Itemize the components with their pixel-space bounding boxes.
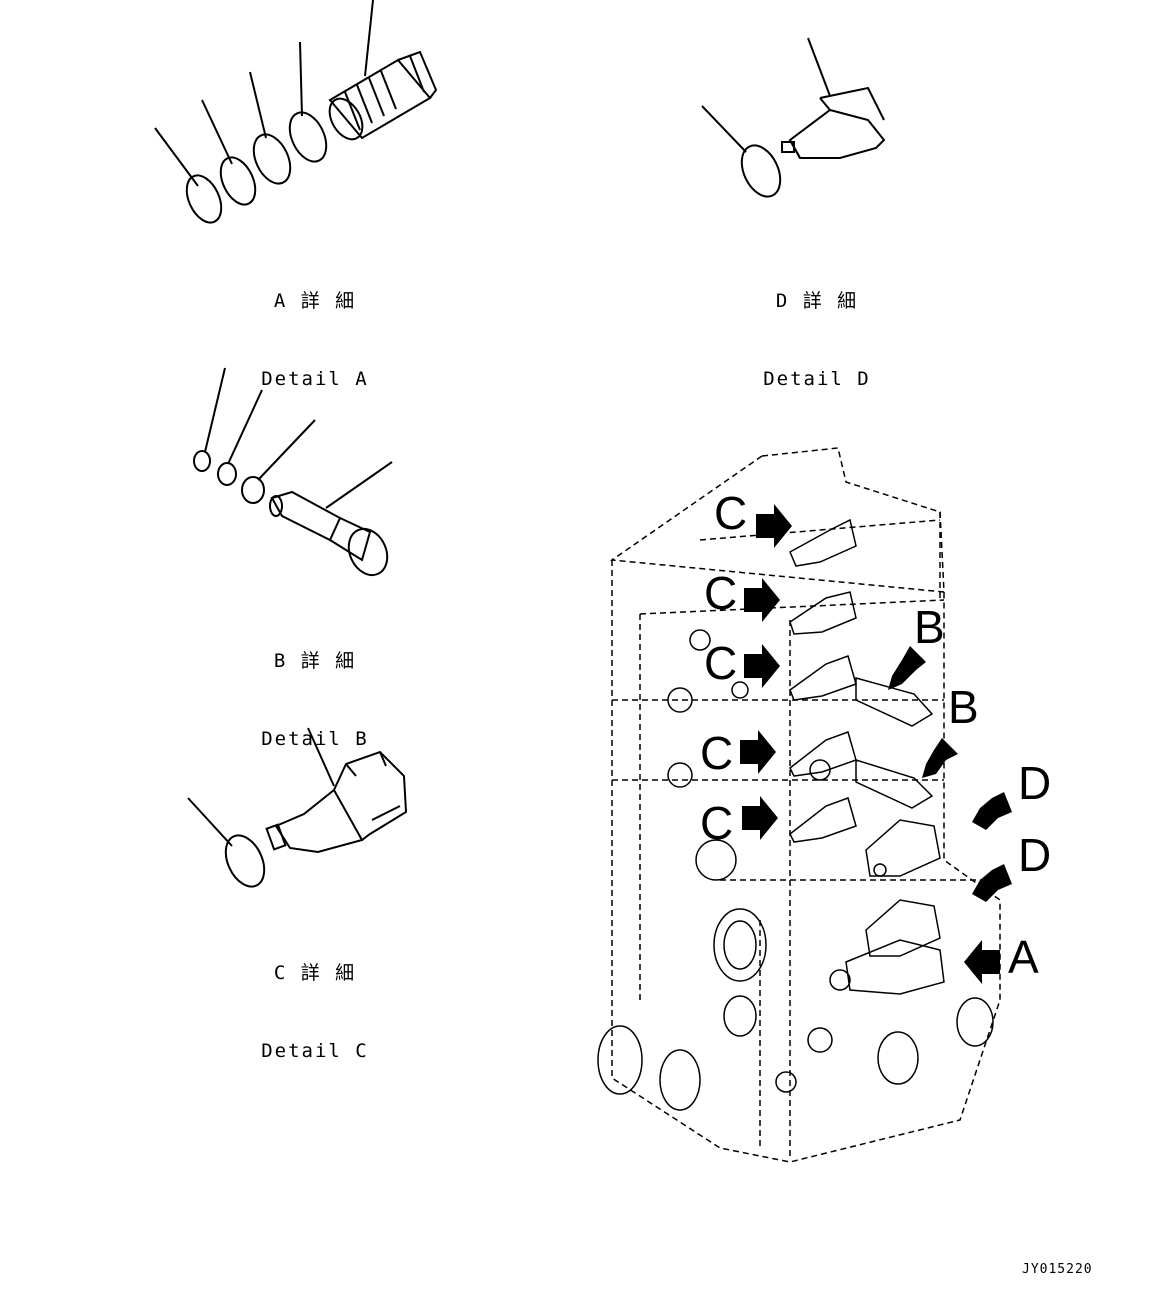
detail-c-en-label: Detail C: [261, 1040, 369, 1062]
o-ring: [288, 111, 328, 163]
detail-b-caption: B 詳 細 Detail B: [250, 596, 380, 778]
drawing-code: JY015220: [1022, 1262, 1093, 1277]
callout-b-1: B: [914, 601, 945, 653]
o-ring: [193, 450, 211, 472]
detail-d-jp-label: D 詳 細: [775, 290, 859, 312]
arrow-icon: [972, 792, 1012, 830]
callout-c-4: C: [700, 727, 734, 779]
detail-d-caption: D 詳 細 Detail D: [752, 236, 882, 418]
plug-cartridge: [781, 86, 886, 159]
control-valve-assembly: [609, 447, 1001, 1163]
arrow-icon: [740, 730, 776, 774]
o-ring: [252, 133, 292, 185]
detail-a-en-label: Detail A: [261, 368, 369, 390]
o-ring: [185, 174, 223, 224]
callout-a-1: A: [1008, 931, 1039, 983]
detail-c-drawing: [187, 727, 408, 888]
detail-d-en-label: Detail D: [763, 368, 871, 390]
valve-ports: [597, 629, 994, 1111]
o-ring: [241, 476, 265, 504]
detail-b-jp-label: B 詳 細: [273, 650, 357, 672]
arrow-icon: [888, 646, 926, 690]
callout-arrows: [740, 504, 1012, 984]
o-ring: [219, 156, 257, 206]
installed-cartridges: [789, 518, 945, 995]
detail-c-jp-label: C 詳 細: [273, 962, 357, 984]
o-ring: [740, 144, 782, 198]
callout-d-1: D: [1018, 757, 1052, 809]
o-ring: [217, 462, 237, 486]
relief-valve-cartridge: [328, 50, 438, 141]
arrow-icon: [964, 940, 1000, 984]
callout-c-5: C: [700, 797, 734, 849]
callout-c-2: C: [704, 567, 738, 619]
detail-d-drawing: [701, 37, 886, 198]
arrow-icon: [756, 504, 792, 548]
detail-b-en-label: Detail B: [261, 728, 369, 750]
o-ring: [224, 834, 266, 888]
detail-a-caption: A 詳 細 Detail A: [250, 236, 380, 418]
arrow-icon: [744, 644, 780, 688]
arrow-icon: [742, 796, 778, 840]
detail-c-caption: C 詳 細 Detail C: [250, 908, 380, 1090]
safety-valve-cartridge: [265, 750, 408, 854]
arrow-icon: [972, 864, 1012, 902]
detail-a-jp-label: A 詳 細: [273, 290, 357, 312]
arrow-icon: [922, 738, 958, 778]
callout-c-1: C: [714, 487, 748, 539]
detail-b-drawing: [193, 367, 393, 577]
check-valve-plug: [269, 490, 389, 577]
callout-c-3: C: [704, 637, 738, 689]
arrow-icon: [744, 578, 780, 622]
detail-a-drawing: [154, 0, 438, 224]
callout-d-2: D: [1018, 829, 1052, 881]
callout-b-2: B: [948, 681, 979, 733]
